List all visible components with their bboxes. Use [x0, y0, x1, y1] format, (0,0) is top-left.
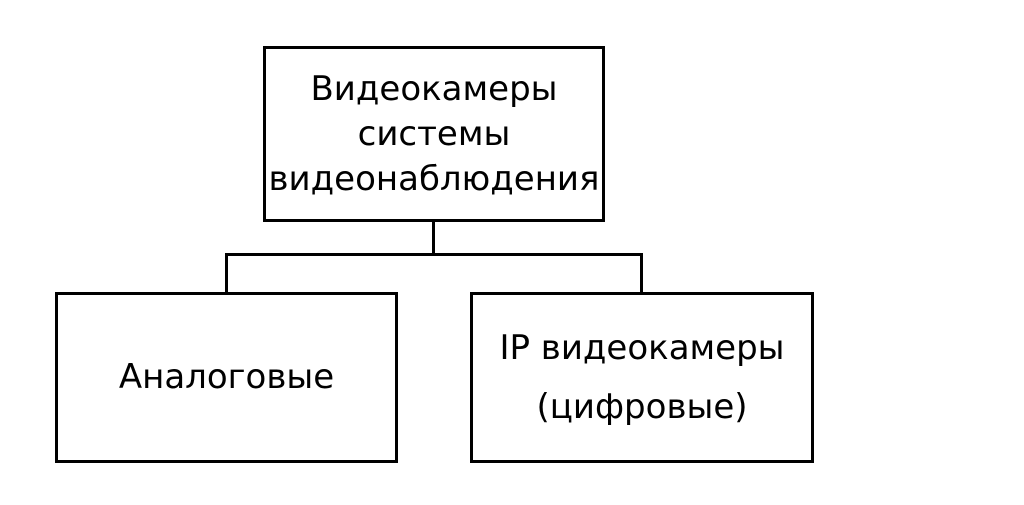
node-root-video-cameras: Видеокамеры системы видеонаблюдения	[263, 46, 605, 222]
connector-root-stem	[432, 222, 435, 255]
node-ip-digital: IP видеокамеры (цифровые)	[470, 292, 814, 463]
connector-left-drop	[225, 253, 228, 292]
connector-horizontal-bar	[225, 253, 643, 256]
node-root-label-line-1: Видеокамеры	[310, 68, 558, 109]
node-root-label-line-3: видеонаблюдения	[268, 158, 600, 199]
node-root-label-line-2: системы	[357, 113, 511, 154]
node-analog: Аналоговые	[55, 292, 398, 463]
node-ip-label-line-1: IP видеокамеры	[499, 327, 785, 368]
node-ip-label-line-2: (цифровые)	[536, 386, 748, 427]
node-analog-label: Аналоговые	[118, 357, 335, 397]
connector-right-drop	[640, 253, 643, 292]
